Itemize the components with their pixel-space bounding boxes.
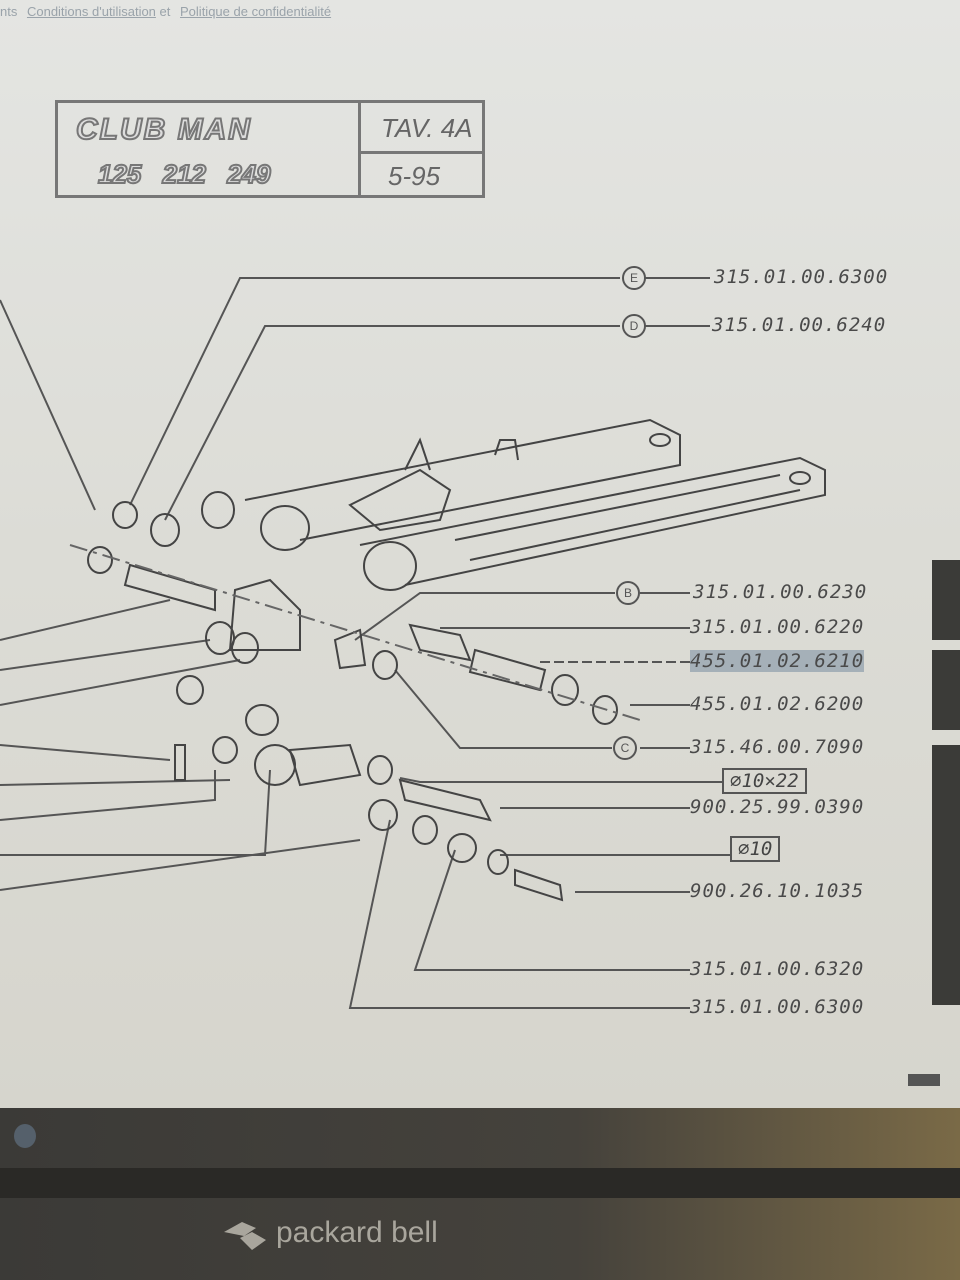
table-number: TAV. 4A — [381, 113, 473, 143]
dimension-box: ⌀10 — [730, 836, 781, 862]
axis-centerline — [69, 544, 641, 721]
callout-b: B — [624, 586, 632, 600]
callout-b-circle — [616, 581, 640, 605]
table-cell: TAV. 4A — [361, 103, 485, 154]
packard-bell-logo-icon — [224, 1222, 266, 1250]
callout-c: C — [621, 741, 630, 755]
part-number: 315.46.00.7090 — [690, 736, 865, 758]
hardware-parts — [87, 491, 618, 902]
model-brand: CLUB MAN — [75, 112, 252, 147]
callout-e: E — [630, 271, 638, 285]
callout-d-circle — [622, 314, 646, 338]
privacy-link[interactable]: Politique de confidentialité — [180, 4, 332, 19]
truncated-text: nts — [0, 4, 18, 19]
background-window-edge — [932, 560, 960, 640]
callout-c-circle — [613, 736, 637, 760]
part-number-highlighted[interactable]: 455.01.02.6210 — [690, 650, 865, 672]
callout-d: D — [630, 319, 639, 333]
model-numbers: 125 212 249 — [97, 158, 272, 190]
part-number: 315.01.00.6230 — [693, 581, 868, 603]
swingarm-drawing — [244, 418, 826, 591]
title-left-cell: CLUB MAN 125 212 249 — [58, 103, 361, 195]
part-number: 455.01.02.6200 — [690, 693, 865, 715]
revision-date: 5-95 — [388, 161, 441, 191]
part-number: 315.01.00.6240 — [712, 314, 887, 336]
footer-links: nts Conditions d'utilisation et Politiqu… — [0, 4, 331, 19]
callout-e-circle — [622, 266, 646, 290]
part-number: 315.01.00.6300 — [714, 266, 889, 288]
conjunction-text: et — [159, 4, 171, 19]
screen: nts Conditions d'utilisation et Politiqu… — [0, 0, 960, 1108]
part-number: 315.01.00.6220 — [690, 616, 865, 638]
part-number: 900.26.10.1035 — [690, 880, 865, 902]
part-number: 900.25.99.0390 — [690, 796, 865, 818]
laptop-brand: packard bell — [276, 1216, 438, 1249]
webcam-icon — [14, 1124, 36, 1148]
dimension-box: ⌀10×22 — [722, 768, 807, 794]
background-window-edge — [932, 745, 960, 1005]
scroll-indicator[interactable] — [908, 1074, 940, 1086]
leader-lines — [0, 277, 730, 1009]
terms-link[interactable]: Conditions d'utilisation — [26, 4, 156, 19]
exploded-swingarm-diagram: E D B C — [0, 266, 826, 1009]
background-window-edge — [932, 650, 960, 730]
bezel-strip — [0, 1168, 960, 1198]
callout-circles — [613, 266, 646, 760]
part-number: 315.01.00.6300 — [690, 996, 865, 1018]
part-number: 315.01.00.6320 — [690, 958, 865, 980]
title-block: CLUB MAN 125 212 249 TAV. 4A 5-95 — [55, 100, 485, 198]
laptop-bezel: packard bell — [0, 1108, 960, 1280]
